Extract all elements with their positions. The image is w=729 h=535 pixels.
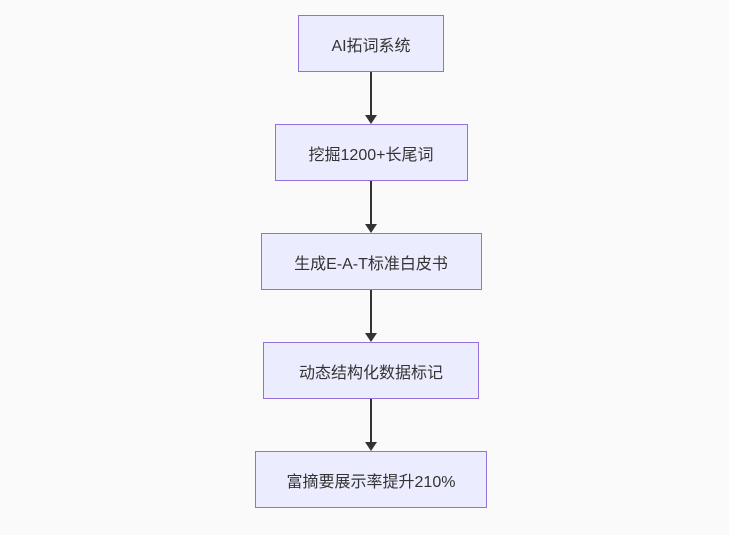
flow-node-label: 生成E-A-T标准白皮书 (294, 255, 448, 273)
flow-node-label: 挖掘1200+长尾词 (308, 146, 434, 164)
arrow-line (370, 290, 372, 334)
arrow-head-down-icon (365, 333, 377, 342)
arrow-head-down-icon (365, 115, 377, 124)
flow-arrow-3-4 (364, 290, 378, 342)
flow-node-ai-word-expansion-system: AI拓词系统 (298, 15, 444, 72)
flow-node-mine-longtail-keywords: 挖掘1200+长尾词 (274, 124, 468, 181)
arrow-line (370, 399, 372, 443)
flow-arrow-1-2 (364, 72, 378, 124)
flowchart: AI拓词系统 挖掘1200+长尾词 生成E-A-T标准白皮书 动态结构化数据标记… (255, 15, 487, 508)
flow-node-label: 动态结构化数据标记 (298, 364, 443, 382)
flow-node-rich-snippet-rate-increase: 富摘要展示率提升210% (255, 451, 487, 508)
flow-node-label: 富摘要展示率提升210% (286, 473, 456, 491)
flow-node-dynamic-structured-data-markup: 动态结构化数据标记 (263, 342, 479, 399)
flow-node-label: AI拓词系统 (331, 37, 411, 55)
arrow-line (370, 181, 372, 225)
flow-arrow-2-3 (364, 181, 378, 233)
arrow-head-down-icon (365, 224, 377, 233)
arrow-line (370, 72, 372, 116)
flow-arrow-4-5 (364, 399, 378, 451)
arrow-head-down-icon (365, 442, 377, 451)
flow-node-generate-eat-whitepaper: 生成E-A-T标准白皮书 (260, 233, 482, 290)
